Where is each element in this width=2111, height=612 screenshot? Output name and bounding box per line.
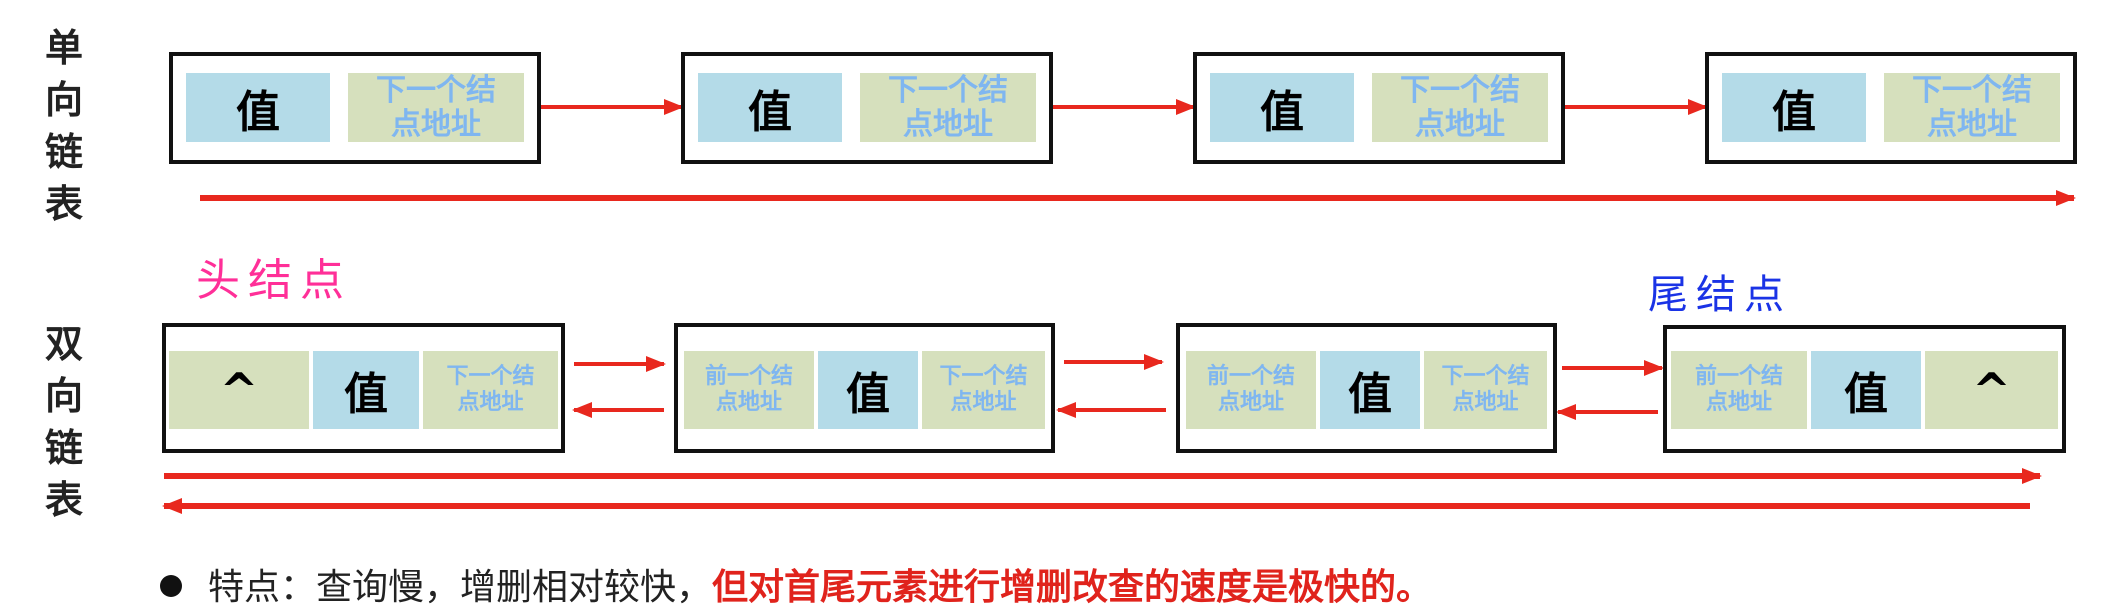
next-pointer-text: 点地址 bbox=[457, 390, 524, 415]
value-cell: 值 bbox=[818, 351, 918, 429]
singly-node: 值 下一个结 点地址 bbox=[1705, 52, 2077, 164]
value-cell: 值 bbox=[1811, 351, 1921, 429]
prev-pointer-text: 前一个结 bbox=[704, 364, 793, 389]
doubly-node: 前一个结 点地址 值 下一个结 点地址 bbox=[1176, 323, 1557, 453]
feature-note: 特点：查询慢，增删相对较快，但对首尾元素进行增删改查的速度是极快的。 bbox=[160, 558, 1432, 610]
next-pointer-cell: 下一个结 点地址 bbox=[423, 351, 558, 429]
null-prev-pointer-cell: ^ bbox=[169, 351, 309, 429]
next-pointer-cell: 下一个结 点地址 bbox=[348, 73, 524, 142]
doubly-label-char: 双 bbox=[44, 322, 83, 366]
singly-label-char: 表 bbox=[44, 182, 83, 226]
next-pointer-text: 下一个结 bbox=[376, 72, 496, 108]
value-cell: 值 bbox=[313, 351, 419, 429]
next-pointer-text: 点地址 bbox=[903, 106, 993, 142]
prev-pointer-cell: 前一个结 点地址 bbox=[1186, 351, 1316, 429]
note-text: 特点：查询慢，增删相对较快， bbox=[208, 567, 713, 608]
head-node-label: 头结点 bbox=[196, 255, 352, 306]
prev-pointer-text: 点地址 bbox=[715, 390, 782, 415]
singly-label-char: 链 bbox=[44, 130, 83, 174]
doubly-label-char: 链 bbox=[44, 426, 83, 470]
tail-node-label: 尾结点 bbox=[1648, 272, 1792, 318]
prev-pointer-cell: 前一个结 点地址 bbox=[684, 351, 814, 429]
singly-linked-list-label: 单 向 链 表 bbox=[34, 22, 94, 230]
prev-pointer-text: 前一个结 bbox=[1206, 364, 1295, 389]
next-pointer-text: 下一个结 bbox=[939, 364, 1028, 389]
next-pointer-text: 点地址 bbox=[1415, 106, 1505, 142]
singly-label-char: 单 bbox=[44, 26, 83, 70]
note-highlight: 但对首尾元素进行增删改查的速度是极快的。 bbox=[712, 567, 1433, 608]
doubly-label-char: 表 bbox=[44, 478, 83, 522]
doubly-tail-node: 前一个结 点地址 值 ^ bbox=[1663, 325, 2066, 453]
doubly-node: 前一个结 点地址 值 下一个结 点地址 bbox=[674, 323, 1055, 453]
next-pointer-text: 下一个结 bbox=[1912, 72, 2032, 108]
value-cell: 值 bbox=[186, 73, 330, 142]
next-pointer-text: 点地址 bbox=[950, 390, 1017, 415]
prev-pointer-text: 点地址 bbox=[1705, 390, 1772, 415]
value-cell: 值 bbox=[698, 73, 842, 142]
next-pointer-cell: 下一个结 点地址 bbox=[860, 73, 1036, 142]
next-pointer-text: 点地址 bbox=[391, 106, 481, 142]
next-pointer-text: 下一个结 bbox=[888, 72, 1008, 108]
next-pointer-text: 下一个结 bbox=[1400, 72, 1520, 108]
next-pointer-cell: 下一个结 点地址 bbox=[1884, 73, 2060, 142]
next-pointer-text: 下一个结 bbox=[1441, 364, 1530, 389]
singly-node: 值 下一个结 点地址 bbox=[681, 52, 1053, 164]
next-pointer-cell: 下一个结 点地址 bbox=[922, 351, 1045, 429]
doubly-linked-list-label: 双 向 链 表 bbox=[34, 318, 94, 526]
prev-pointer-text: 前一个结 bbox=[1694, 364, 1783, 389]
value-cell: 值 bbox=[1210, 73, 1354, 142]
next-pointer-text: 点地址 bbox=[1927, 106, 2017, 142]
prev-pointer-cell: 前一个结 点地址 bbox=[1671, 351, 1807, 429]
next-pointer-cell: 下一个结 点地址 bbox=[1424, 351, 1547, 429]
value-cell: 值 bbox=[1320, 351, 1420, 429]
doubly-head-node: ^ 值 下一个结 点地址 bbox=[162, 323, 565, 453]
next-pointer-cell: 下一个结 点地址 bbox=[1372, 73, 1548, 142]
singly-node: 值 下一个结 点地址 bbox=[169, 52, 541, 164]
bullet-icon bbox=[160, 575, 182, 597]
null-next-pointer-cell: ^ bbox=[1925, 351, 2058, 429]
singly-node: 值 下一个结 点地址 bbox=[1193, 52, 1565, 164]
singly-label-char: 向 bbox=[44, 78, 83, 122]
value-cell: 值 bbox=[1722, 73, 1866, 142]
next-pointer-text: 点地址 bbox=[1452, 390, 1519, 415]
next-pointer-text: 下一个结 bbox=[446, 364, 535, 389]
doubly-label-char: 向 bbox=[44, 374, 83, 418]
prev-pointer-text: 点地址 bbox=[1217, 390, 1284, 415]
